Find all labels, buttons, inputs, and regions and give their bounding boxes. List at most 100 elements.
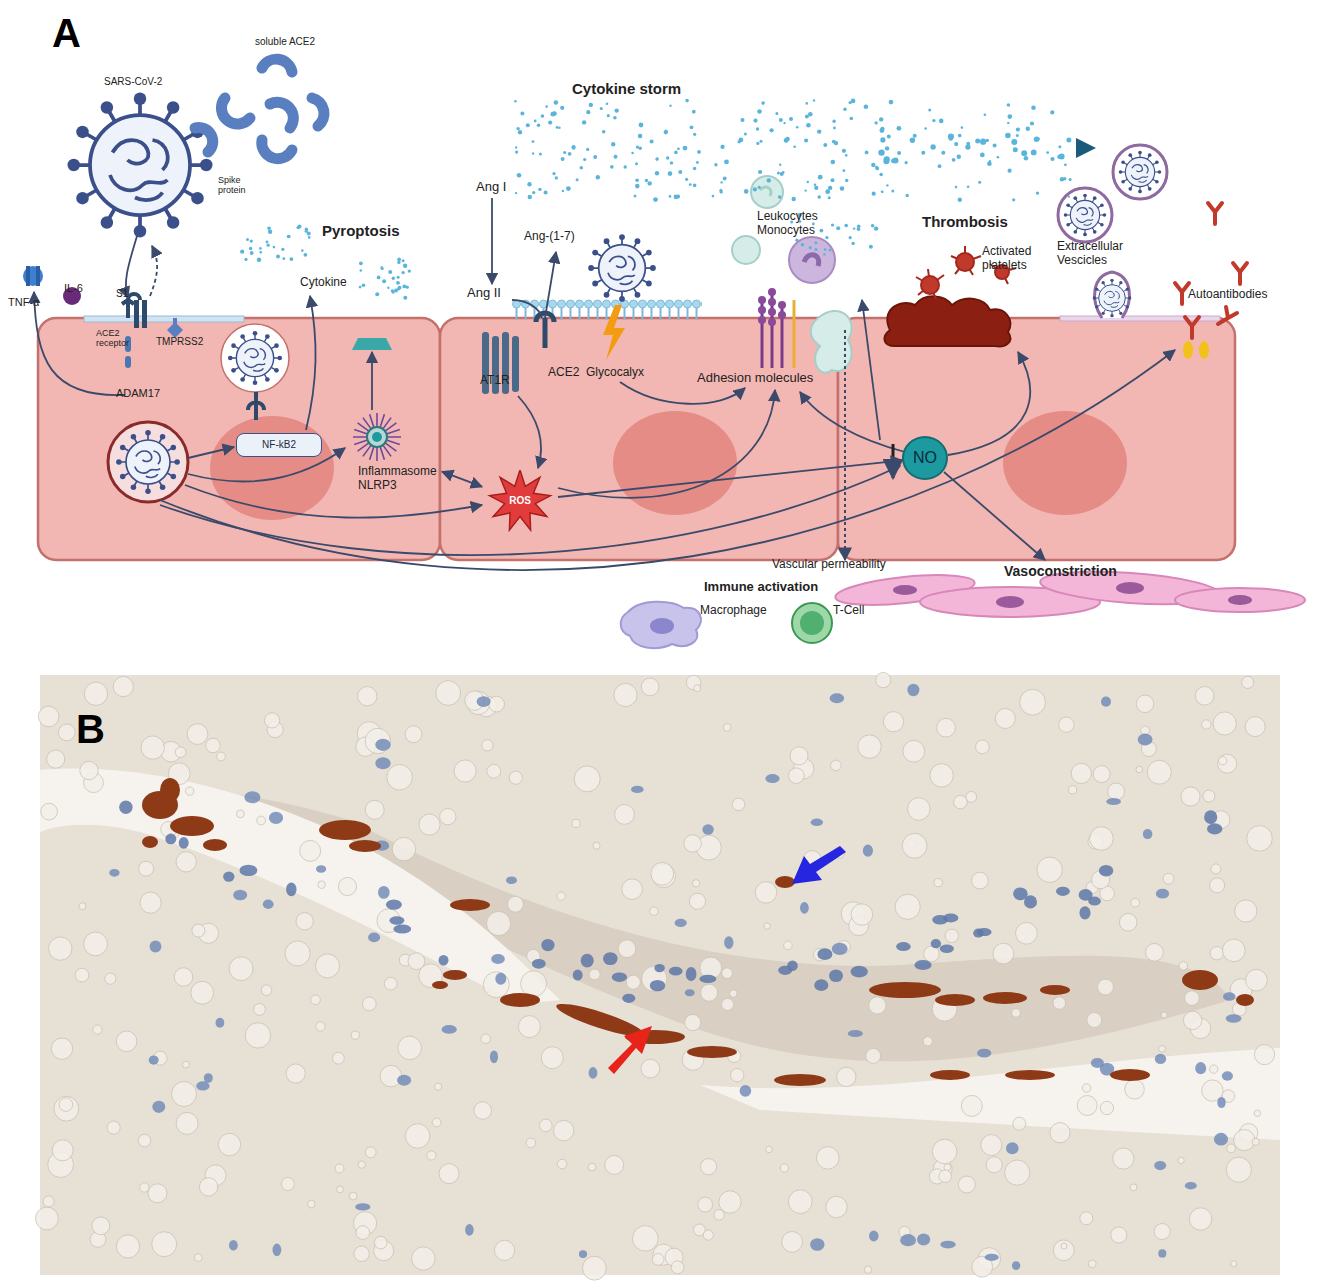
cytokine-dot	[517, 173, 522, 178]
vacuole	[286, 1064, 305, 1083]
vacuole	[337, 1186, 344, 1193]
nucleus	[675, 919, 687, 927]
cytokine-dot	[576, 178, 579, 181]
cytokine-dot	[249, 247, 252, 250]
vacuole	[837, 1067, 856, 1086]
vacuole	[84, 682, 107, 705]
vacuole	[113, 677, 133, 697]
vacuole	[380, 1065, 402, 1087]
cytokine-dot	[267, 226, 271, 230]
cytokine-dot	[845, 179, 848, 182]
cytokine-dot	[823, 253, 825, 255]
nucleus	[573, 970, 583, 981]
pathway-arrows	[545, 252, 556, 318]
immunostain	[774, 1074, 826, 1086]
immunostain	[443, 970, 467, 980]
cytokine-dot	[593, 155, 597, 159]
vacuole	[789, 768, 805, 784]
vacuole	[1088, 1260, 1096, 1268]
cytokine-dot	[820, 229, 824, 233]
nucleus	[240, 865, 258, 876]
cytokine-dot	[805, 189, 807, 191]
nucleus	[811, 819, 823, 826]
protein-box: NF-kB2	[236, 433, 322, 457]
immunostain	[432, 981, 448, 989]
vacuole	[826, 1196, 847, 1217]
vacuole	[995, 709, 1015, 729]
cytokine-dot	[1064, 163, 1067, 166]
nucleus	[150, 940, 162, 952]
cytokine-dot	[631, 152, 634, 155]
nucleus	[442, 1025, 457, 1034]
vacuole	[1211, 864, 1221, 874]
leukocytes	[811, 311, 852, 373]
cytokine-dot	[362, 284, 366, 288]
vacuole	[281, 1178, 294, 1191]
vacuole	[961, 1095, 982, 1116]
vacuole	[903, 740, 925, 762]
receptors	[134, 300, 139, 328]
cytokine-dot	[825, 189, 830, 194]
immunostain	[687, 1046, 737, 1058]
immunostain	[1236, 994, 1254, 1006]
cytokine-dot	[980, 139, 986, 145]
vacuole	[152, 1232, 177, 1257]
vacuole	[1053, 997, 1066, 1010]
pathway-arrows	[185, 485, 482, 518]
histology-panel	[40, 675, 1280, 1275]
vacuole	[387, 765, 413, 791]
annotation-label: ACE2	[548, 366, 579, 380]
cytokine-dot	[515, 151, 518, 154]
cytokine-dot	[795, 239, 798, 242]
vacuole	[701, 1159, 717, 1175]
cytokine-dot	[885, 146, 889, 150]
node-text: NO	[913, 449, 937, 467]
cytokine-dot	[779, 118, 783, 122]
vacuole	[937, 718, 956, 737]
vacuole	[1100, 1101, 1113, 1114]
vacuole	[509, 771, 522, 784]
cytokine-dot	[381, 267, 384, 270]
extracellular-vesicles	[1119, 151, 1162, 194]
nucleus	[654, 964, 665, 972]
cytokine-dot	[724, 160, 729, 165]
annotation-label: Cytokine	[300, 276, 347, 290]
cytokine-dot	[984, 114, 987, 117]
immunostain	[450, 899, 490, 911]
nucleus	[581, 954, 594, 968]
vacuole	[589, 969, 600, 980]
vacuole	[1111, 1227, 1127, 1243]
cytokine-dot	[611, 142, 615, 146]
cytokine-dot	[767, 178, 771, 182]
cytokine-dot	[834, 141, 838, 145]
vacuole	[902, 833, 927, 858]
sars-cov-2-virus	[588, 234, 656, 302]
nucleus	[917, 1233, 930, 1245]
immunostain	[203, 839, 227, 851]
vacuole	[615, 805, 635, 825]
panel-letter: B	[76, 706, 105, 752]
cytokine-dot	[849, 236, 852, 239]
cytokine-dot	[872, 192, 876, 196]
cytokine-dot	[1050, 157, 1054, 161]
cytokine-dot	[775, 112, 778, 115]
vacuole	[1131, 898, 1140, 907]
cytokine-dot	[606, 103, 609, 106]
nucleus	[1079, 906, 1090, 919]
immunostain	[775, 876, 795, 888]
vacuole	[714, 1210, 724, 1220]
nucleus	[685, 989, 695, 996]
receptors	[536, 313, 554, 348]
cytokine-dot	[760, 140, 763, 143]
vacuole	[703, 1230, 713, 1240]
vacuole	[722, 998, 734, 1010]
vacuole	[349, 1192, 357, 1200]
vacuole	[817, 1147, 840, 1170]
extracellular-vesicles	[1058, 188, 1112, 242]
vacuole	[1178, 1157, 1184, 1163]
nucleus	[355, 1203, 370, 1210]
vacuole	[1154, 1224, 1170, 1240]
nucleus	[1143, 829, 1153, 839]
